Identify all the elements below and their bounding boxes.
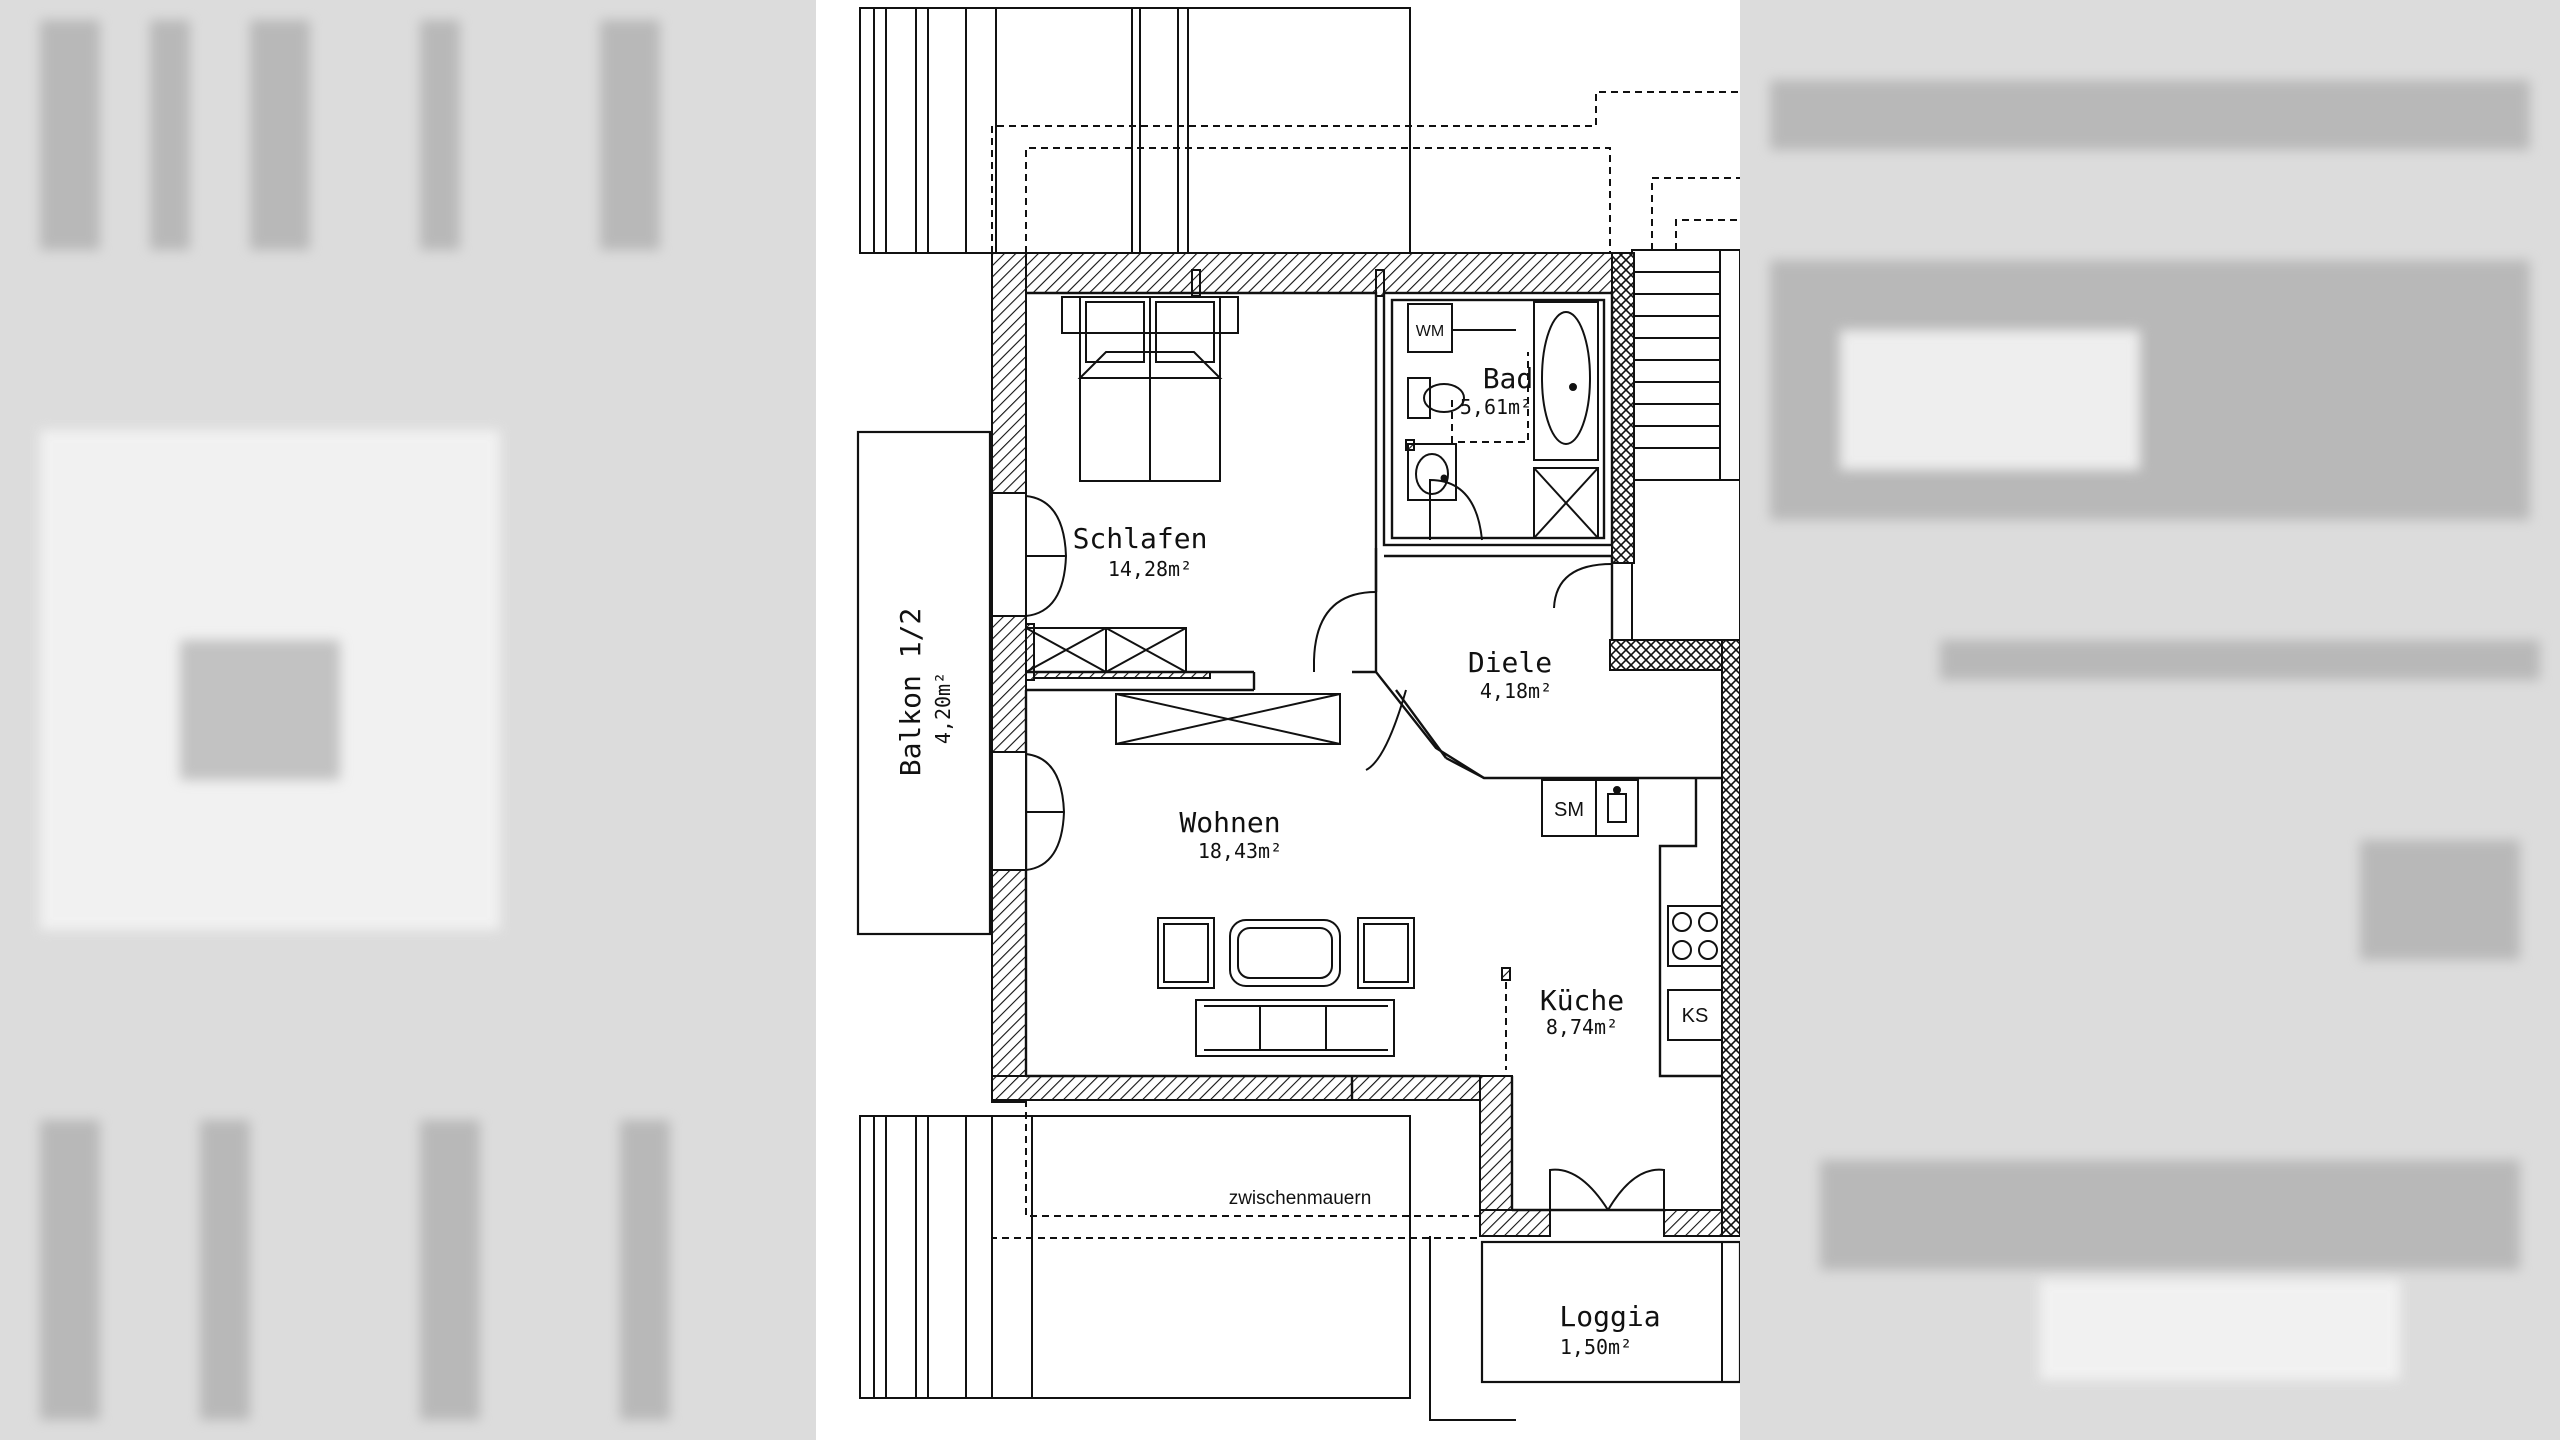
fixture-ks: KS [1682, 1005, 1709, 1027]
label-balkon: Balkon 1/2 [894, 608, 927, 777]
blurred-background-right [1740, 0, 2560, 1440]
label-bad: Bad [1483, 362, 1534, 395]
area-schlafen: 14,28m² [1108, 557, 1192, 581]
room-labels: Schlafen 14,28m² Bad 5,61m² Diele 4,18m²… [894, 323, 1708, 1359]
roof-top-block [859, 7, 1411, 254]
blurred-background-left [0, 0, 816, 1440]
floor-plan: Schlafen 14,28m² Bad 5,61m² Diele 4,18m²… [816, 0, 1740, 1440]
bath-fixtures [1407, 301, 1599, 539]
interior-doors [1313, 478, 1665, 1211]
area-diele: 4,18m² [1480, 679, 1552, 703]
bed [1061, 296, 1239, 482]
area-loggia: 1,50m² [1560, 1335, 1632, 1359]
label-diele: Diele [1468, 646, 1552, 679]
area-balkon: 4,20m² [931, 672, 955, 744]
cross-walls [1609, 252, 1740, 1237]
label-wohnen: Wohnen [1179, 806, 1280, 839]
dashed-outline-bottom [991, 1100, 1480, 1239]
area-kueche: 8,74m² [1546, 1015, 1618, 1039]
area-wohnen: 18,43m² [1198, 839, 1282, 863]
loggia-outline [1480, 1240, 1740, 1384]
label-kueche: Küche [1540, 984, 1624, 1017]
label-schlafen: Schlafen [1073, 522, 1208, 555]
label-loggia: Loggia [1559, 1300, 1660, 1333]
area-bad: 5,61m² [1460, 395, 1532, 419]
fixture-sm: SM [1554, 799, 1584, 821]
floor-plan-drawing: Schlafen 14,28m² Bad 5,61m² Diele 4,18m²… [856, 7, 1740, 1421]
kitchen-fixtures [1501, 779, 1723, 1070]
dashed-outline-top [991, 91, 1740, 260]
wardrobe-schlafen [1025, 627, 1187, 673]
left-doors [991, 492, 1067, 871]
fixture-wm: WM [1416, 323, 1444, 340]
note-zwischenmauern: zwischenmauern [1229, 1188, 1372, 1209]
balkon-outline [856, 430, 992, 936]
staircase [1631, 249, 1740, 641]
roof-bottom-block [859, 1115, 1411, 1399]
sideboard-wohnen [1115, 693, 1341, 745]
living-furniture [1157, 917, 1415, 1057]
